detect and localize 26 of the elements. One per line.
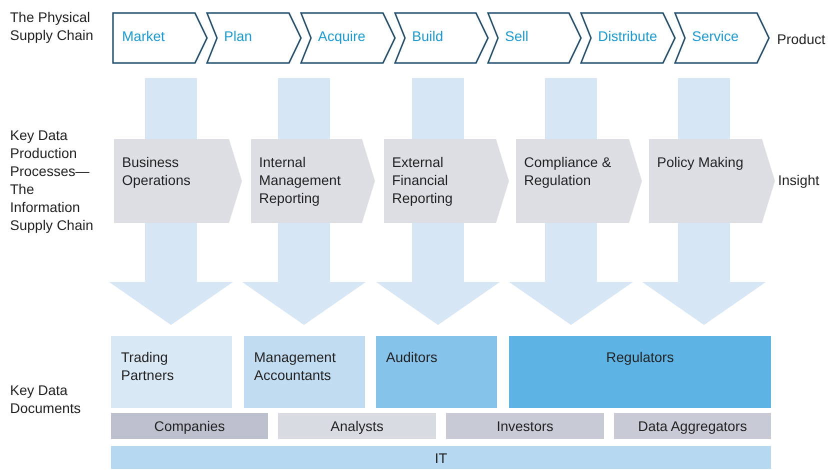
stakeholder-panel: Auditors xyxy=(376,336,497,408)
row-label: Insight xyxy=(778,171,820,189)
category-bar: Data Aggregators xyxy=(614,413,771,439)
step-label: Sell xyxy=(505,27,528,45)
step-label: Distribute xyxy=(598,27,658,45)
category-bar: IT xyxy=(111,446,771,469)
category-bar: Analysts xyxy=(278,413,436,439)
row-label: Product xyxy=(777,30,826,48)
step-label: Acquire xyxy=(318,27,366,45)
process-label: Internal Management Reporting xyxy=(259,153,342,207)
process-label: Policy Making xyxy=(657,153,744,171)
process-label: Compliance & Regulation xyxy=(524,153,612,189)
stakeholder-panel: Management Accountants xyxy=(244,336,365,408)
category-bar: Companies xyxy=(111,413,268,439)
process-label: Business Operations xyxy=(122,153,192,189)
step-label: Market xyxy=(122,27,165,45)
category-bar: Investors xyxy=(446,413,604,439)
step-label: Build xyxy=(412,27,444,45)
row-label: Key Data Production Processes— The Information Supply Chain xyxy=(10,126,94,234)
step-label: Service xyxy=(692,27,739,45)
stakeholder-panel: Trading Partners xyxy=(111,336,232,408)
row-label: Key Data Documents xyxy=(10,381,82,417)
row-label: The Physical Supply Chain xyxy=(10,8,94,44)
step-label: Plan xyxy=(224,27,252,45)
stakeholder-panel: Regulators xyxy=(509,336,771,408)
process-label: External Financial Reporting xyxy=(392,153,454,207)
